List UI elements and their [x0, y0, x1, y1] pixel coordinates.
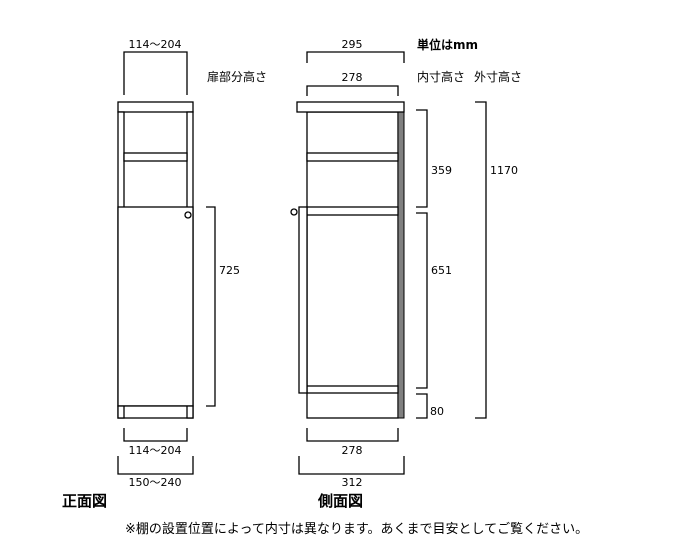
- front-door: [117, 206, 194, 407]
- base-height-bracket: [416, 393, 428, 419]
- total-height: 1170: [490, 164, 518, 177]
- side-door: [298, 206, 308, 394]
- bottom-inner-depth-bracket: [306, 428, 399, 442]
- front-top-width: 114〜204: [129, 38, 182, 51]
- side-middle-shelf: [306, 206, 399, 216]
- side-view-title: 側面図: [317, 492, 363, 510]
- door-height-label: 扉部分高さ: [207, 69, 267, 84]
- door-height-bracket: [206, 206, 216, 407]
- lower-inner-height: 651: [431, 264, 452, 277]
- bottom-outer-depth: 312: [342, 476, 363, 489]
- side-bottom-shelf: [306, 385, 399, 394]
- front-base: [117, 405, 194, 419]
- outer-depth-bracket: [306, 51, 405, 63]
- upper-inner-height: 359: [431, 164, 452, 177]
- upper-height-bracket: [416, 109, 428, 208]
- note-text: ※棚の設置位置によって内寸は異なります。あくまで目安としてご覧ください。: [125, 521, 588, 537]
- side-back-panel: [397, 111, 405, 419]
- side-top-board: [296, 101, 405, 113]
- side-view: 295 278 単位はmm 内寸高さ 外寸高さ 359 651 80 1170 …: [290, 37, 522, 510]
- base-height: 80: [430, 405, 444, 418]
- inner-width-bracket: [123, 428, 188, 442]
- side-knob-icon: [290, 208, 298, 216]
- front-top-board: [117, 101, 194, 113]
- side-upper-shelf: [306, 152, 399, 162]
- door-knob-icon: [184, 211, 192, 219]
- front-view-title: 正面図: [62, 492, 107, 510]
- total-height-bracket: [475, 101, 487, 419]
- front-inner-width: 114〜204: [129, 444, 182, 457]
- top-width-bracket: [123, 51, 188, 95]
- unit-label: 単位はmm: [417, 37, 478, 52]
- front-view: 114〜204 扉部分高さ 725 114〜204 150〜240 正面図: [62, 38, 267, 510]
- lower-height-bracket: [416, 212, 428, 389]
- bottom-outer-depth-bracket: [298, 456, 405, 475]
- outer-width-bracket: [117, 456, 194, 475]
- inner-depth-bracket: [306, 85, 399, 96]
- inner-height-label: 内寸高さ: [417, 69, 465, 84]
- bottom-inner-depth: 278: [342, 444, 363, 457]
- outer-height-label: 外寸高さ: [474, 69, 522, 84]
- front-outer-width: 150〜240: [129, 476, 182, 489]
- top-inner-depth: 278: [342, 71, 363, 84]
- door-height-value: 725: [219, 264, 240, 277]
- top-outer-depth: 295: [342, 38, 363, 51]
- side-body: [306, 111, 399, 419]
- front-shelf: [123, 152, 188, 162]
